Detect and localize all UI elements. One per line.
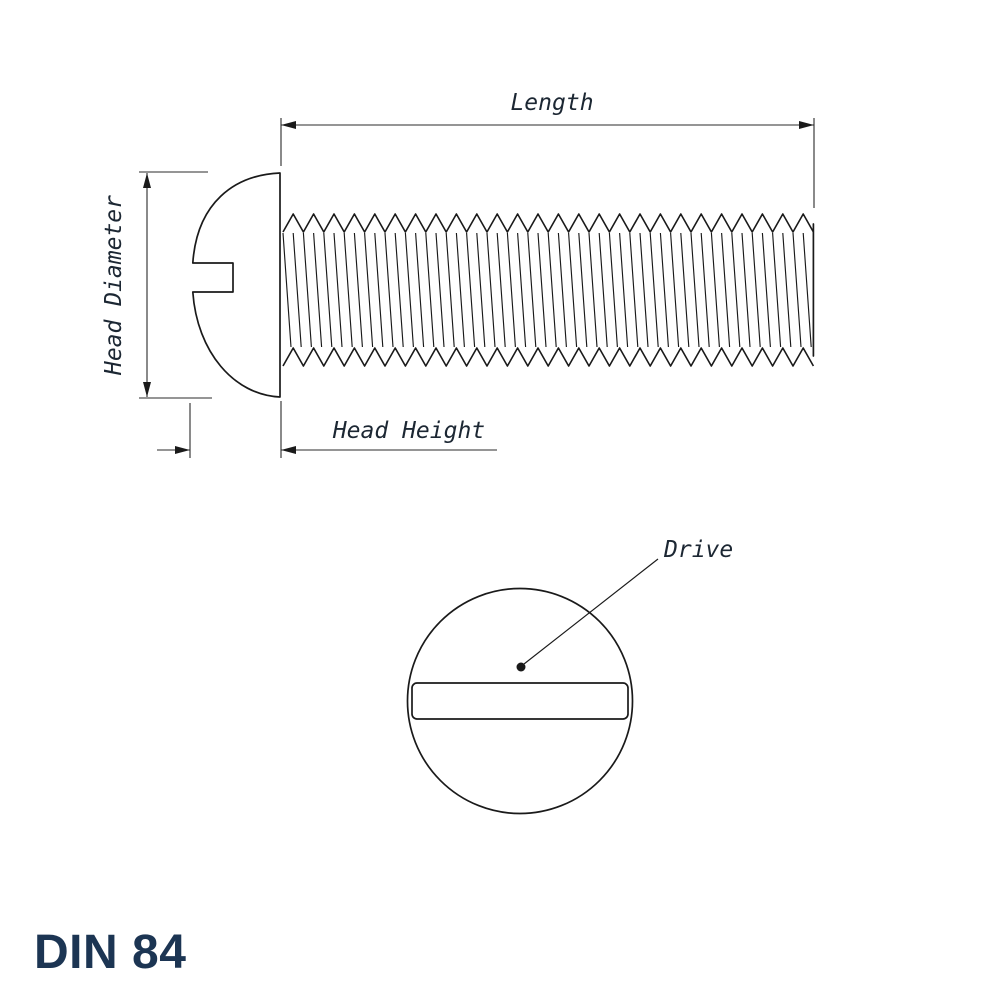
head-diameter-dimension: Head Diameter bbox=[101, 171, 212, 399]
length-label: Length bbox=[510, 90, 593, 116]
length-arrow-right bbox=[799, 121, 814, 129]
side-view bbox=[191, 172, 815, 398]
head-height-arrow-left bbox=[175, 446, 190, 454]
thread bbox=[282, 213, 815, 367]
head-front-circle bbox=[406, 587, 634, 815]
drive-label: Drive bbox=[663, 537, 733, 563]
drive-leader-line bbox=[523, 558, 659, 665]
head-diameter-arrow-top bbox=[143, 173, 151, 188]
head-height-label: Head Height bbox=[332, 418, 485, 444]
length-arrow-left bbox=[281, 121, 296, 129]
head-height-dimension: Head Height bbox=[157, 401, 497, 458]
drive-leader-dot bbox=[516, 662, 526, 672]
length-dimension: Length bbox=[280, 90, 815, 208]
front-view: Drive bbox=[406, 537, 733, 815]
page-title: DIN 84 bbox=[34, 926, 186, 979]
head-height-arrow-right bbox=[281, 446, 296, 454]
head-diameter-arrow-bottom bbox=[143, 382, 151, 397]
drive-slot bbox=[411, 682, 629, 720]
head-diameter-label: Head Diameter bbox=[101, 195, 127, 376]
screw-head-outline bbox=[191, 172, 281, 398]
